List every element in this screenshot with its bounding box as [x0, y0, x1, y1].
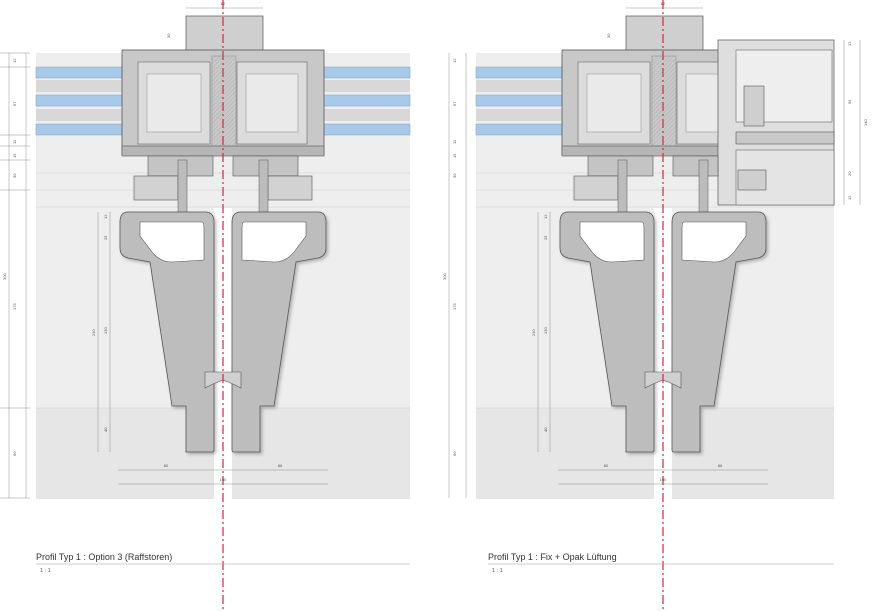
glazing-right [306, 66, 411, 136]
opaque-ventilation-panel [717, 39, 835, 206]
dim-top-width: 62 [661, 1, 666, 6]
dim-inner: 210 [91, 329, 96, 336]
dim-inner: 25 [103, 235, 108, 240]
drawing-title: Profil Typ 1 : Fix + Opak Lüftung [488, 552, 617, 562]
dim-inner: 130 [103, 327, 108, 334]
cladding-profile-left [119, 211, 215, 453]
dimension-labels-right: 62 30 12 67 11 15 30 300 175 60 12 25 21… [442, 1, 868, 482]
drawing-title: Profil Typ 1 : Option 3 (Raffstoren) [36, 552, 172, 562]
dim-left: 60 [452, 451, 457, 456]
dimension-lines-left [0, 7, 328, 499]
dim-inner: 130 [543, 327, 548, 334]
dim-right: 12 [847, 41, 852, 46]
top-profile-cap [625, 15, 704, 54]
cladding-profile-right [671, 211, 767, 453]
drawing-scale: 1 : 1 [492, 568, 503, 574]
top-profile-cap [185, 15, 264, 54]
caption-left: Profil Typ 1 : Option 3 (Raffstoren) 1 :… [36, 552, 410, 574]
dim-left: 30 [12, 173, 17, 178]
glazing-left [475, 66, 579, 136]
dim-bottom-left: 80 [604, 463, 609, 468]
dimension-lines-right [448, 7, 861, 498]
detail-left [0, 7, 411, 499]
dim-inner: 12 [103, 214, 108, 219]
dim-bottom-total: 160 [660, 477, 667, 482]
dim-left: 175 [452, 303, 457, 310]
dim-left: 67 [12, 101, 17, 106]
dim-left: 300 [2, 273, 7, 280]
lower-frame-parts [573, 155, 719, 216]
dim-left: 15 [452, 153, 457, 158]
dim-inner: 210 [531, 329, 536, 336]
dim-left: 15 [12, 153, 17, 158]
dim-left: 11 [452, 139, 457, 144]
dim-left: 30 [452, 173, 457, 178]
mullion-frame [561, 49, 743, 157]
caption-right: Profil Typ 1 : Fix + Opak Lüftung 1 : 1 [488, 552, 834, 574]
dim-inner: 12 [543, 214, 548, 219]
dimension-labels-left: 62 30 12 67 11 15 30 300 175 60 12 25 21… [2, 1, 283, 482]
dim-inner: 40 [543, 427, 548, 432]
dim-left: 300 [442, 273, 447, 280]
dim-left: 12 [452, 58, 457, 63]
dim-bottom-total: 160 [220, 477, 227, 482]
dim-bottom-right: 80 [718, 463, 723, 468]
dim-left: 175 [12, 303, 17, 310]
dim-top-small: 30 [166, 33, 171, 38]
dim-right: 20 [847, 171, 852, 176]
dim-left: 67 [452, 101, 457, 106]
dim-left: 60 [12, 451, 17, 456]
dim-right: 140 [863, 119, 868, 126]
drawing-scale: 1 : 1 [40, 568, 51, 574]
dim-inner: 25 [543, 235, 548, 240]
dim-top-width: 62 [221, 1, 226, 6]
dim-inner: 40 [103, 427, 108, 432]
cladding-profile-left [559, 211, 655, 453]
dim-left: 12 [12, 58, 17, 63]
dim-left: 11 [12, 139, 17, 144]
lower-frame-parts [133, 155, 313, 216]
detail-right [448, 7, 861, 499]
dim-top-small: 30 [606, 33, 611, 38]
dim-bottom-right: 80 [278, 463, 283, 468]
dim-right: 56 [847, 99, 852, 104]
dim-bottom-left: 80 [164, 463, 169, 468]
cladding-profile-right [231, 211, 327, 453]
dim-right: 12 [847, 195, 852, 200]
